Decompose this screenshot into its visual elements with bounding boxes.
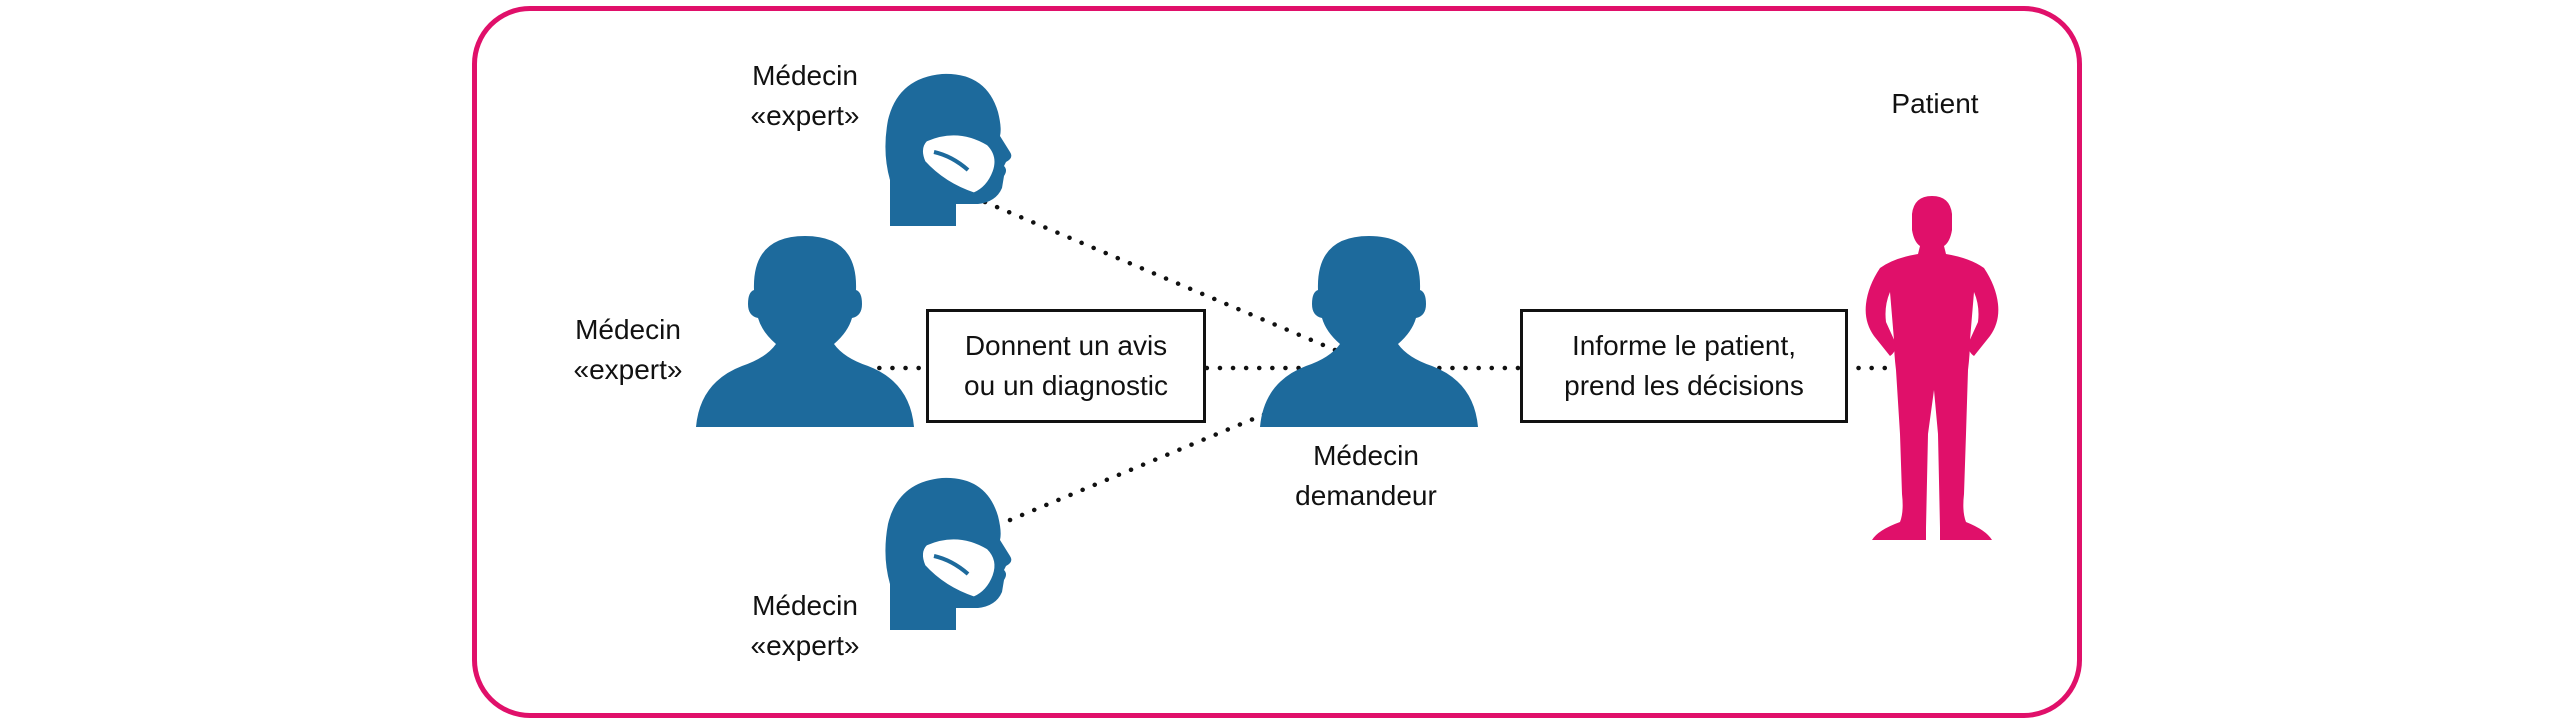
advice-box: Donnent un avis ou un diagnostic [926, 309, 1206, 423]
head-shoulders-icon [696, 236, 914, 427]
label-patient: Patient [1891, 88, 1979, 119]
masked-head-icon [885, 73, 1012, 227]
inform-box: Informe le patient, prend les décisions [1520, 309, 1848, 423]
diagram-frame [472, 6, 2082, 718]
standing-person-icon [1865, 196, 1999, 540]
masked-head-icon-bottom [885, 477, 1012, 630]
label-requester: Médecin demandeur [1295, 440, 1437, 511]
label-expert-middle: Médecin «expert» [573, 314, 683, 385]
label-expert-bottom: Médecin «expert» [750, 590, 860, 661]
label-expert-top: Médecin «expert» [750, 60, 860, 131]
patient-silhouette [1865, 196, 1999, 540]
requester-silhouette [1260, 236, 1478, 427]
connector-top-expert [982, 199, 1338, 353]
expert-middle-silhouette [696, 236, 914, 427]
requester-head-icon [1260, 236, 1478, 427]
